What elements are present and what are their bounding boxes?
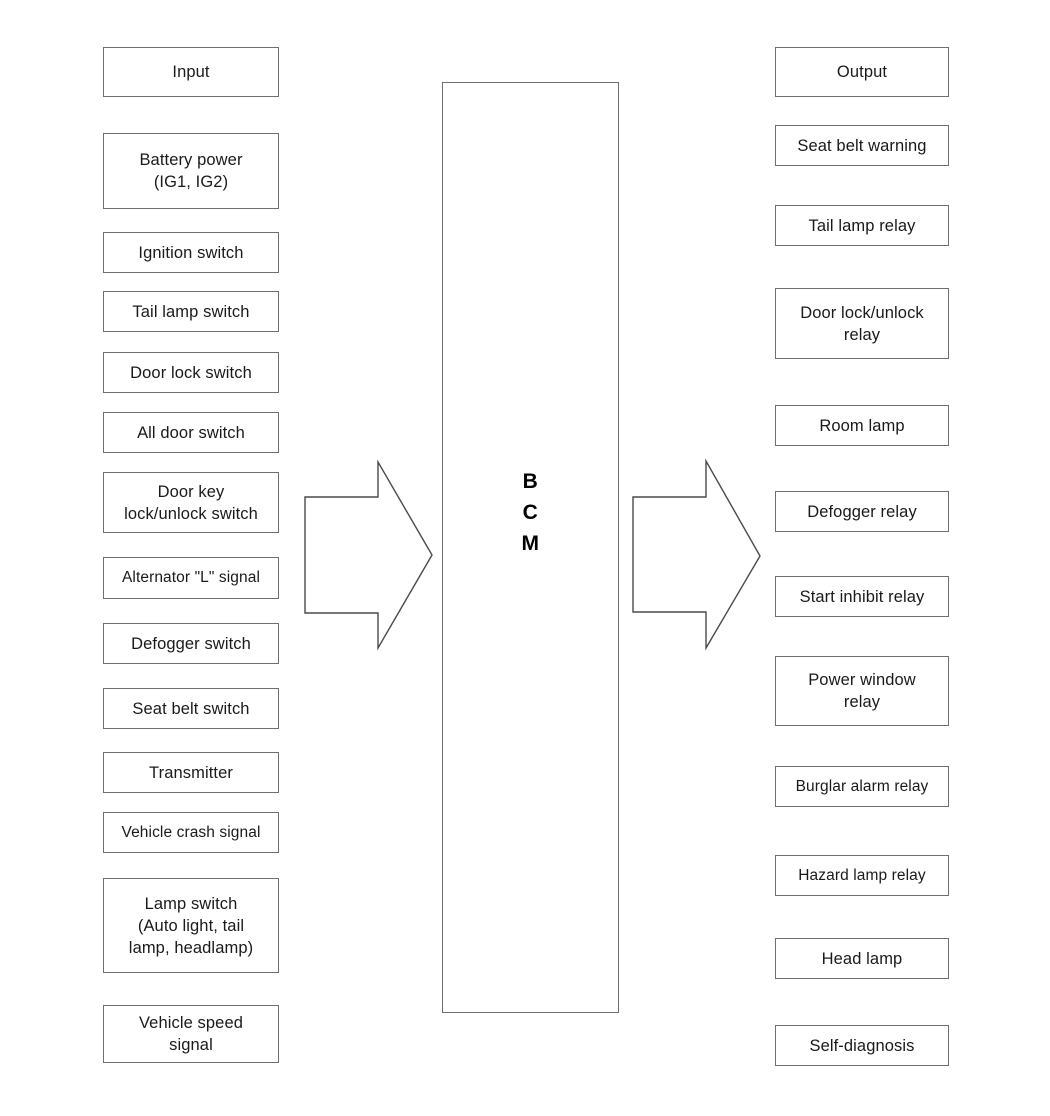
input-item-alternator-l-signal: Alternator "L" signal: [103, 557, 279, 599]
output-item-defogger-relay: Defogger relay: [775, 491, 949, 532]
input-item-battery-power: Battery power (IG1, IG2): [103, 133, 279, 209]
output-item-hazard-lamp-relay: Hazard lamp relay: [775, 855, 949, 896]
input-item-vehicle-crash-signal: Vehicle crash signal: [103, 812, 279, 853]
input-item-tail-lamp-switch: Tail lamp switch: [103, 291, 279, 332]
output-item-burglar-alarm-relay: Burglar alarm relay: [775, 766, 949, 807]
output-item-room-lamp: Room lamp: [775, 405, 949, 446]
input-item-all-door-switch: All door switch: [103, 412, 279, 453]
output-item-tail-lamp-relay: Tail lamp relay: [775, 205, 949, 246]
bcm-unit-label: B C M: [521, 470, 540, 555]
output-item-seat-belt-warning: Seat belt warning: [775, 125, 949, 166]
input-item-lamp-switch: Lamp switch (Auto light, tail lamp, head…: [103, 878, 279, 973]
input-arrow-icon: [304, 459, 433, 651]
output-item-head-lamp: Head lamp: [775, 938, 949, 979]
input-item-door-lock-switch: Door lock switch: [103, 352, 279, 393]
input-item-ignition-switch: Ignition switch: [103, 232, 279, 273]
input-item-door-key-lock-unlock-switch: Door key lock/unlock switch: [103, 472, 279, 533]
input-column-header: Input: [103, 47, 279, 97]
input-item-defogger-switch: Defogger switch: [103, 623, 279, 664]
output-item-power-window-relay: Power window relay: [775, 656, 949, 726]
output-item-self-diagnosis: Self-diagnosis: [775, 1025, 949, 1066]
output-item-start-inhibit-relay: Start inhibit relay: [775, 576, 949, 617]
output-column-header: Output: [775, 47, 949, 97]
input-item-transmitter: Transmitter: [103, 752, 279, 793]
output-item-door-lock-unlock-relay: Door lock/unlock relay: [775, 288, 949, 359]
bcm-unit-box: [442, 82, 619, 1013]
input-item-vehicle-speed-signal: Vehicle speed signal: [103, 1005, 279, 1063]
input-item-seat-belt-switch: Seat belt switch: [103, 688, 279, 729]
output-arrow-icon: [632, 458, 761, 651]
